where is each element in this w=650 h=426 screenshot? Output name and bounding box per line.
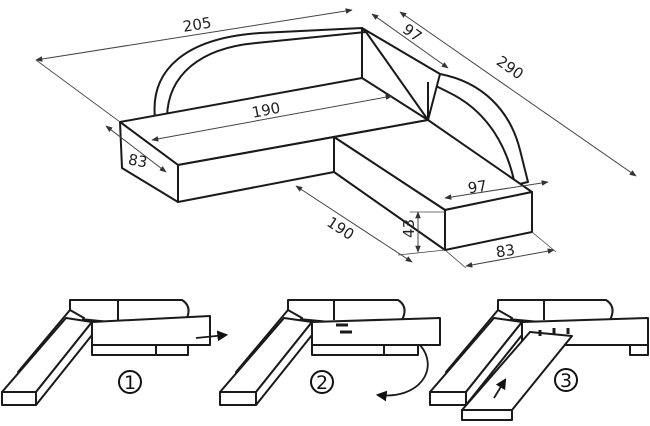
dim-corner-depth: 97 — [399, 20, 425, 46]
dimension-lines — [35, 8, 637, 269]
dim-side-depth: 97 — [467, 177, 489, 198]
step-3-badge: 3 — [554, 368, 578, 392]
dim-seat-depth-right: 83 — [495, 241, 517, 262]
step-2-badge: 2 — [310, 370, 334, 394]
dim-total-width: 205 — [182, 14, 213, 36]
step-1-number: 1 — [124, 372, 136, 394]
step-1-badge: 1 — [118, 370, 142, 394]
assembly-step-2 — [219, 299, 441, 406]
dim-seat-depth-left: 83 — [127, 150, 149, 171]
step-2-number: 2 — [316, 372, 328, 394]
dim-total-length: 290 — [493, 52, 527, 83]
dim-front-length: 190 — [324, 213, 358, 244]
assembly-step-1 — [1, 299, 229, 406]
step-3-number: 3 — [560, 370, 572, 392]
dim-height: 43 — [400, 219, 418, 238]
assembly-step-3 — [429, 299, 649, 421]
dim-back-length: 190 — [250, 99, 282, 122]
